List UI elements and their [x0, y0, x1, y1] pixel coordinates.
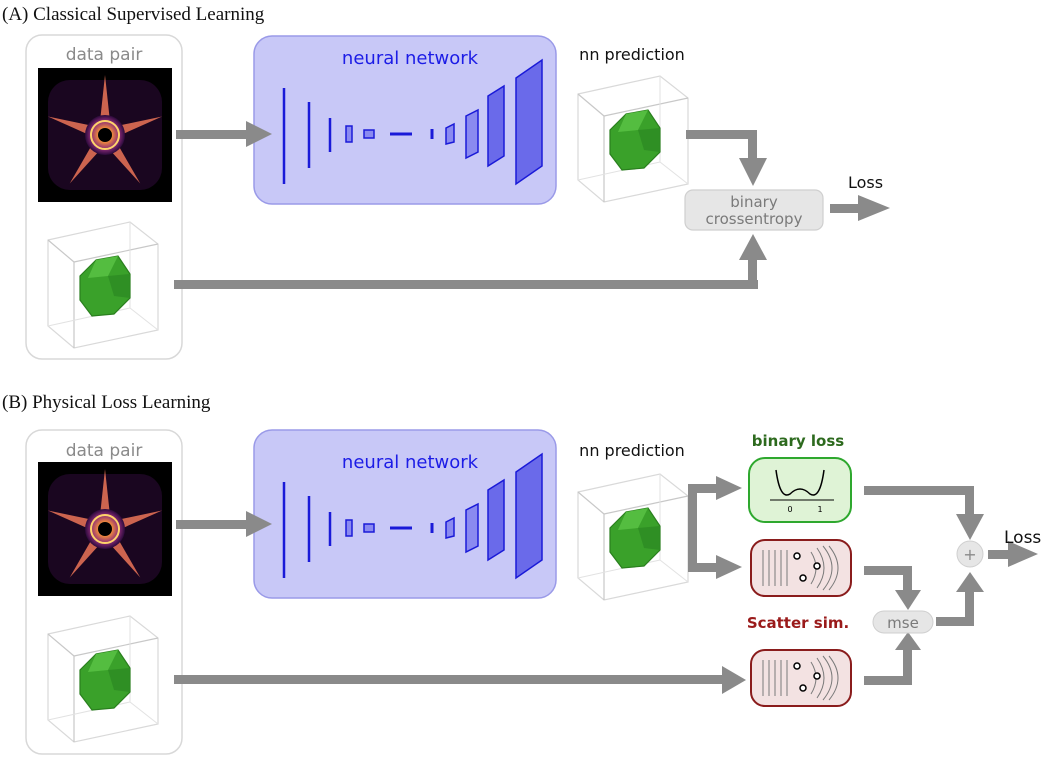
- panel-b-scatter-sim-box-ground-truth: [750, 649, 852, 707]
- panel-b-scatter-sim-title: Scatter sim.: [747, 614, 849, 632]
- panel-b-arrows: [174, 476, 1038, 694]
- panel-b-loss-label: Loss: [1004, 528, 1041, 548]
- panel-b-plot-tick-1: 1: [817, 505, 822, 514]
- panel-a-network-box: [253, 35, 557, 205]
- panel-a-data-pair-label: data pair: [66, 45, 143, 65]
- panel-b-data-pair-frame: [25, 429, 183, 755]
- panel-a-arrows: [174, 121, 890, 289]
- panel-a-loss-fn-line1: binary: [730, 193, 778, 211]
- panel-b-network-label: neural network: [342, 452, 479, 473]
- panel-a-prediction-label: nn prediction: [579, 45, 685, 64]
- panel-b-sum-label: +: [963, 545, 976, 564]
- panel-b-plot-tick-0: 0: [787, 505, 792, 514]
- panel-a-data-pair-frame: [25, 34, 183, 360]
- panel-b-scatter-sim-box-prediction: [750, 539, 852, 597]
- panel-a-loss-fn-line2: crossentropy: [706, 210, 803, 228]
- panel-b-mse-label: mse: [887, 614, 919, 632]
- panel-b-prediction-crystal-icon: [577, 473, 689, 601]
- panel-b-binary-loss-title: binary loss: [752, 432, 844, 450]
- panel-b-data-pair-label: data pair: [66, 441, 143, 461]
- panel-a-title: (A) Classical Supervised Learning: [2, 4, 265, 25]
- panel-b-mse-box: [872, 610, 934, 634]
- panel-b-binary-loss-box: [748, 457, 852, 523]
- panel-a-network-label: neural network: [342, 48, 479, 69]
- panel-b-ground-truth-crystal-icon: [47, 615, 159, 743]
- panel-a-prediction-crystal-icon: [577, 75, 689, 203]
- panel-b-network-box: [253, 429, 557, 599]
- panel-a-diffraction-image: [37, 67, 173, 203]
- panel-b-diffraction-image: [37, 461, 173, 597]
- panel-a-ground-truth-crystal-icon: [47, 221, 159, 349]
- panel-a-loss-label: Loss: [848, 173, 883, 192]
- panel-b-sum-node: [956, 540, 984, 568]
- panel-b-title: (B) Physical Loss Learning: [2, 392, 211, 413]
- panel-a-binary-crossentropy-box: [684, 189, 824, 231]
- panel-b-prediction-label: nn prediction: [579, 441, 685, 460]
